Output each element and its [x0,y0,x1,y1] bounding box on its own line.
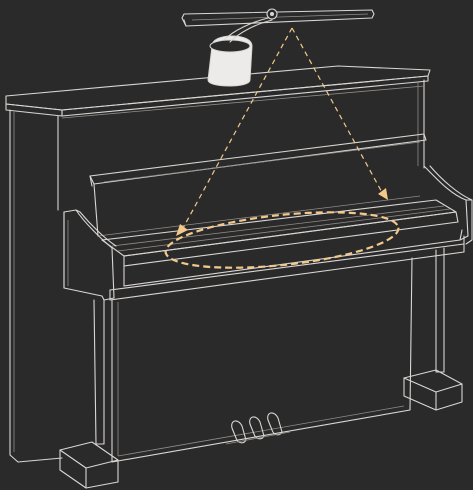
piano-right-arm [424,166,472,244]
light-beam [176,28,388,236]
piano-fallboard [90,134,426,236]
light-coverage-area [163,203,401,277]
lamp-head [182,10,374,26]
piano-left-leg [60,300,118,488]
upright-piano [6,66,472,488]
piano-right-leg [404,248,462,410]
piano-left-arm [64,210,116,300]
piano-upper-panel [62,86,424,118]
piano-pedals [226,413,290,444]
piano-lamp [182,9,374,86]
piano-lower-panel [112,258,412,462]
piano-left-side [10,110,62,462]
piano-right-side [418,80,424,168]
beam-arrow-right [378,188,388,200]
